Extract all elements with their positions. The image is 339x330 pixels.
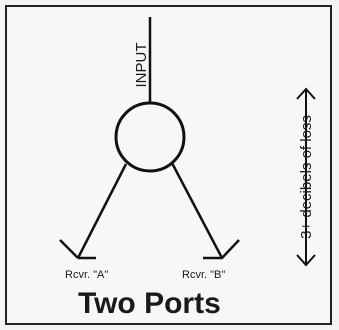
loss-label: 3+ decibels of loss <box>298 115 315 239</box>
receiver-b-mark <box>203 239 240 260</box>
receiver-a-label: Rcvr. "A" <box>65 269 108 281</box>
loss-top-arrow <box>296 87 316 100</box>
input-label: INPUT <box>133 43 150 88</box>
splitter-circle <box>114 101 186 173</box>
port-b-line <box>170 162 224 259</box>
receiver-b-label: Rcvr. "B" <box>182 269 225 281</box>
receiver-a-mark <box>59 239 96 260</box>
port-a-line <box>76 163 128 259</box>
loss-bottom-arrow <box>296 254 316 267</box>
diagram-title: Two Ports <box>78 287 221 320</box>
